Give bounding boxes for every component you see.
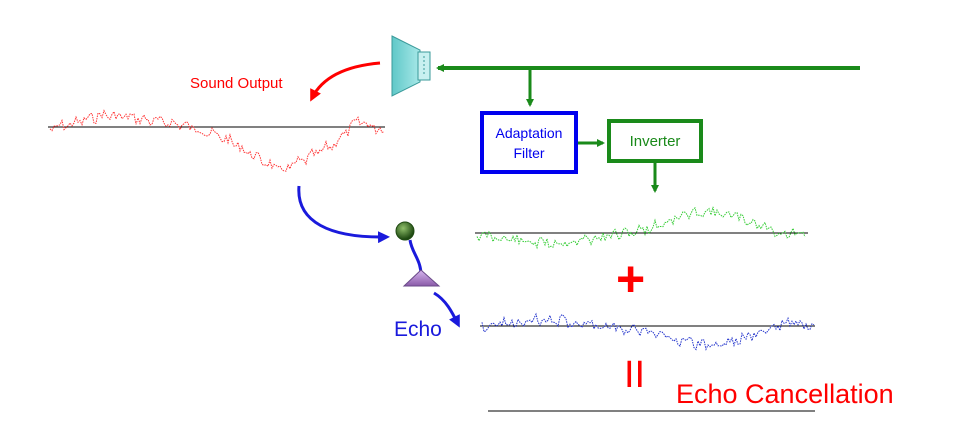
- sound-output-label: Sound Output: [190, 75, 283, 92]
- echo-path-arrow: [297, 185, 390, 244]
- equals-sign: II: [624, 354, 646, 396]
- echo-waveform: [481, 312, 815, 351]
- sound-output-arrow: [310, 61, 381, 102]
- inverter-box: Inverter: [607, 119, 703, 163]
- echo-cancellation-label: Echo Cancellation: [676, 379, 894, 409]
- plus-sign: +: [616, 251, 646, 307]
- inverter-label: Inverter: [629, 132, 681, 150]
- adaptation-filter-label: Adaptation Filter: [495, 124, 563, 161]
- output-waveform: [49, 109, 385, 172]
- inverted-waveform: [476, 206, 806, 250]
- echo-arrow: [433, 291, 460, 328]
- microphone-icon: [395, 221, 441, 287]
- echo-label: Echo: [394, 318, 442, 341]
- adaptation-filter-box: Adaptation Filter: [480, 111, 578, 174]
- speaker-icon: [391, 35, 431, 97]
